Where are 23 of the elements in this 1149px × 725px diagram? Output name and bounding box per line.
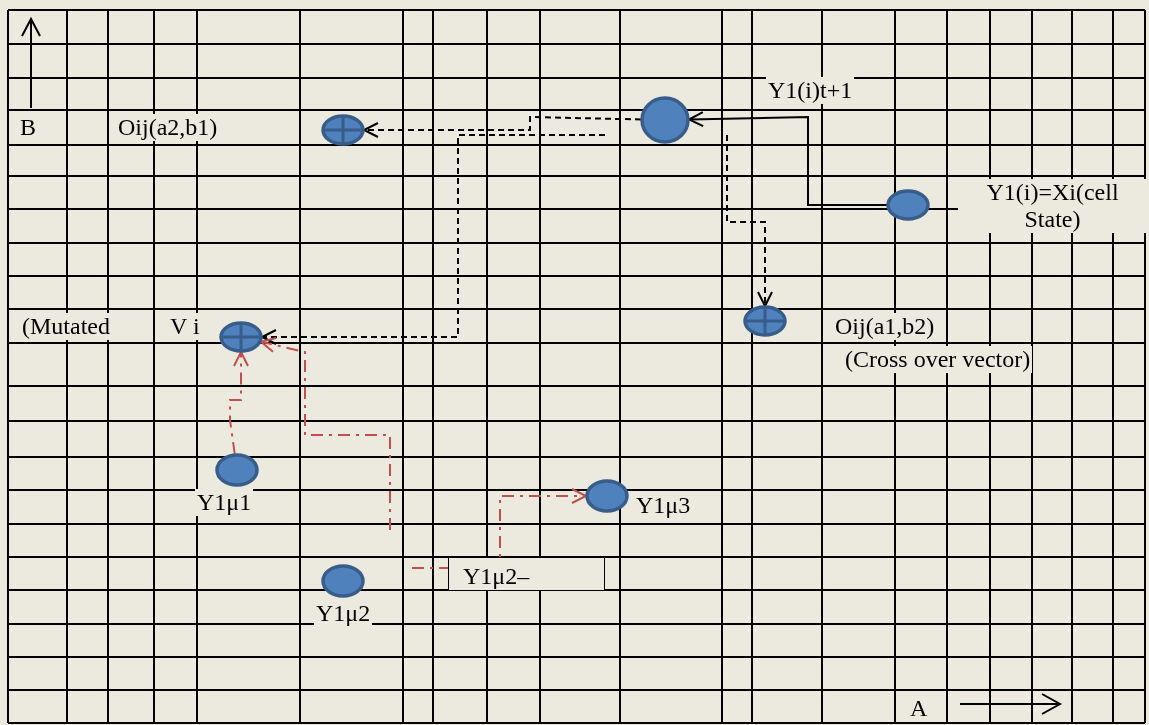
circle-node: [584, 478, 630, 514]
node-caption: Y1(i)=Xi(cell State): [958, 179, 1147, 233]
node-caption: (Mutated: [20, 313, 112, 340]
vector-label: Oij(a2,b1): [116, 114, 220, 141]
circle-node: [214, 452, 260, 488]
text-box: Y1μ2–: [448, 557, 605, 591]
arrow: [259, 337, 391, 531]
arrow-label: Y1(i)t+1: [766, 77, 855, 104]
node-caption: V i: [168, 313, 202, 340]
circle-node: [639, 95, 691, 145]
crossed-circle-node: [320, 113, 366, 147]
circle-node: [320, 563, 366, 599]
crossed-circle-node: [742, 304, 788, 338]
node-caption: (Cross over vector): [843, 346, 1033, 373]
arrow: [229, 351, 249, 456]
node-caption: Oij(a1,b2): [833, 313, 937, 340]
arrow: [726, 134, 773, 307]
node-caption: Y1μ1: [195, 489, 254, 516]
circle-node: [885, 188, 931, 222]
arrow: [688, 111, 888, 206]
arrow: [261, 134, 606, 345]
arrow: [363, 115, 642, 138]
crossed-circle-node: [218, 320, 264, 354]
